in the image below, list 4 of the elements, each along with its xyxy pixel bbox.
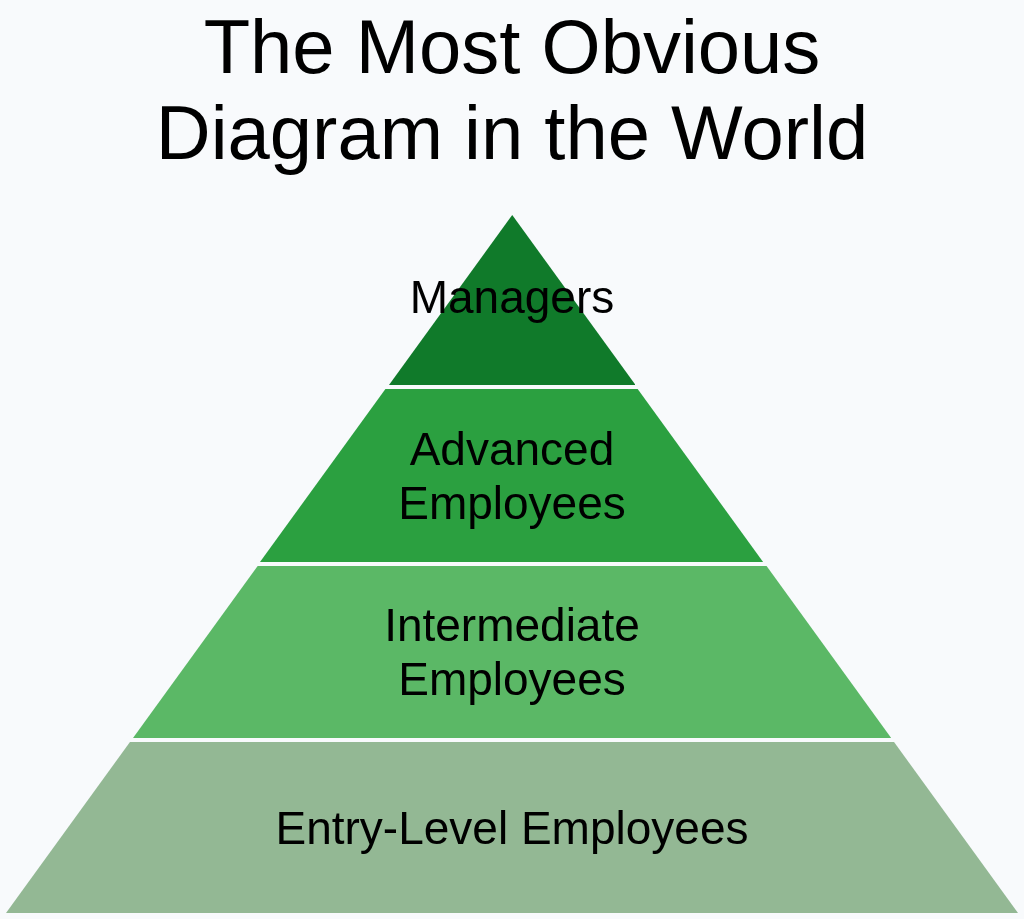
diagram-title: The Most Obvious Diagram in the World [154,4,870,176]
tier-label: Intermediate Employees [383,598,641,706]
tier-label: Entry-Level Employees [274,800,750,855]
tier-label: Advanced Employees [397,421,627,530]
